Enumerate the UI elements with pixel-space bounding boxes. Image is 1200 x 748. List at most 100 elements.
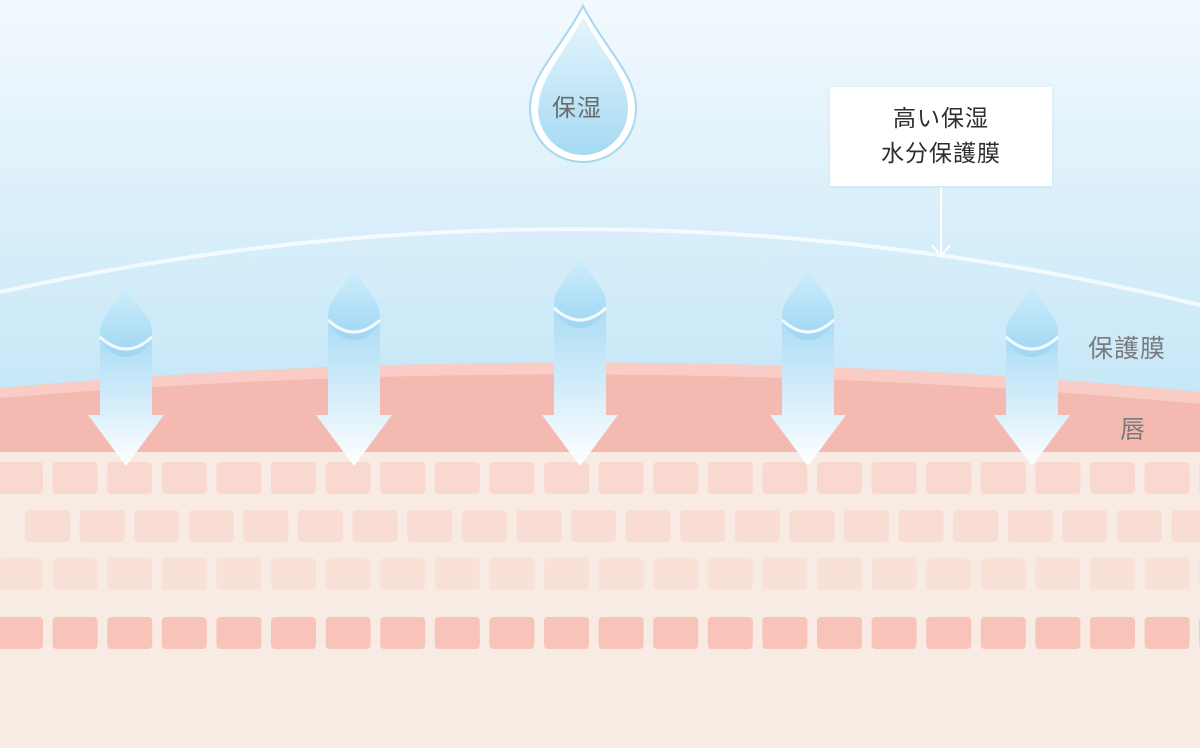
skin-cell — [544, 558, 589, 590]
down-arrow-icon — [994, 285, 1070, 466]
callout-box: 高い保湿 水分保護膜 — [830, 87, 1052, 186]
skin-cell — [1007, 510, 1053, 542]
lip-highlight — [0, 362, 1200, 404]
skin-layer — [0, 452, 1200, 748]
skin-cell — [134, 510, 180, 542]
callout-line-1: 高い保湿 — [893, 105, 989, 132]
skin-cell — [817, 462, 862, 494]
skin-cell — [1117, 510, 1162, 542]
skin-cell — [1090, 558, 1135, 590]
skin-cell — [898, 510, 944, 542]
skin-cell — [216, 617, 262, 649]
skin-cell — [52, 617, 98, 649]
skin-cell — [216, 462, 262, 494]
skin-cells — [0, 462, 1200, 649]
skin-cell — [434, 462, 480, 494]
skin-cell — [598, 558, 644, 590]
moisture-arrows — [88, 256, 1070, 466]
skin-cell — [0, 462, 43, 494]
skin-cell — [434, 558, 480, 590]
skin-cell — [188, 510, 234, 542]
skin-cell — [489, 462, 535, 494]
skin-cell — [161, 617, 207, 649]
callout-line-2: 水分保護膜 — [881, 140, 1001, 167]
skin-cell — [243, 510, 289, 542]
skin-cell — [707, 617, 753, 649]
skin-cell — [489, 558, 535, 590]
skin-cell — [653, 558, 699, 590]
membrane-label: 保護膜 — [1088, 334, 1167, 363]
skin-cell — [380, 617, 426, 649]
skin-cell — [926, 462, 972, 494]
skin-cell — [271, 558, 316, 590]
skin-cell — [653, 617, 699, 649]
down-arrow-icon — [316, 268, 392, 466]
skin-cell — [734, 510, 780, 542]
skin-cell — [1035, 462, 1081, 494]
skin-cell — [325, 558, 371, 590]
skin-cell — [762, 462, 808, 494]
skin-cell — [161, 462, 207, 494]
skin-cell — [953, 510, 999, 542]
skin-cell — [1035, 617, 1081, 649]
skin-cell — [161, 558, 207, 590]
skin-cell — [216, 558, 262, 590]
skin-cell — [407, 510, 453, 542]
skin-cell — [598, 462, 644, 494]
skin-cell — [107, 617, 153, 649]
skin-cell — [434, 617, 480, 649]
skin-cell — [707, 558, 753, 590]
skin-cell — [762, 558, 808, 590]
skin-cell — [52, 462, 98, 494]
skin-cell — [52, 558, 98, 590]
skin-cell — [298, 510, 343, 542]
skin-cell — [489, 617, 535, 649]
down-arrow-icon — [88, 285, 164, 466]
drop-label: 保湿 — [552, 94, 602, 122]
skin-cell — [1171, 510, 1200, 542]
skin-cell — [1090, 462, 1135, 494]
skin-cell — [980, 462, 1026, 494]
skin-cell — [1144, 558, 1190, 590]
skin-cell — [707, 462, 753, 494]
down-arrow-icon — [542, 256, 618, 466]
skin-cell — [79, 510, 125, 542]
skin-cell — [571, 510, 616, 542]
skin-cell — [107, 558, 153, 590]
skin-cell — [352, 510, 398, 542]
callout-pointer-icon — [931, 187, 951, 258]
skin-cell — [516, 510, 562, 542]
skin-cell — [844, 510, 889, 542]
skin-cell — [871, 558, 917, 590]
skin-cell — [544, 617, 589, 649]
skin-cell — [1144, 462, 1190, 494]
skin-cell — [325, 462, 371, 494]
skin-cell — [271, 617, 316, 649]
skin-cell — [817, 617, 862, 649]
skin-cell — [380, 558, 426, 590]
water-drop-icon — [528, 3, 638, 164]
skin-cell — [271, 462, 316, 494]
skin-cell — [1035, 558, 1081, 590]
skin-cell — [871, 617, 917, 649]
skin-cell — [1090, 617, 1135, 649]
skin-cell — [789, 510, 835, 542]
skin-cell — [325, 617, 371, 649]
skin-cell — [0, 617, 43, 649]
skin-cell — [680, 510, 726, 542]
skin-cell — [1144, 617, 1190, 649]
skin-cell — [926, 617, 972, 649]
skin-cell — [1062, 510, 1108, 542]
skin-cell — [625, 510, 671, 542]
skin-cell — [461, 510, 507, 542]
down-arrow-icon — [770, 268, 846, 466]
skin-cell — [380, 462, 426, 494]
skin-cell — [762, 617, 808, 649]
skin-cell — [25, 510, 70, 542]
skin-cell — [0, 558, 43, 590]
membrane-arc — [0, 227, 1200, 307]
skin-cell — [653, 462, 699, 494]
skin-cell — [598, 617, 644, 649]
skin-cell — [544, 462, 589, 494]
skin-cell — [107, 462, 153, 494]
